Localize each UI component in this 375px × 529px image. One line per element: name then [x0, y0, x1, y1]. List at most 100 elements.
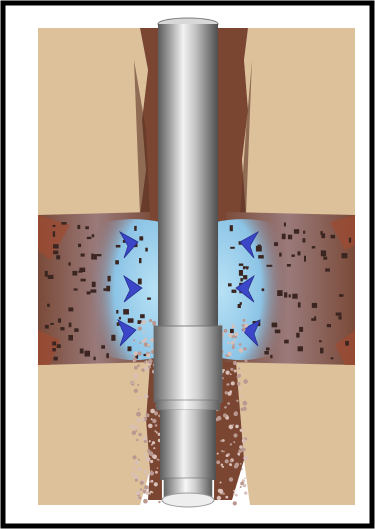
sand-grain	[230, 464, 232, 466]
rock-fragment	[304, 256, 306, 262]
rock-fragment	[80, 349, 84, 354]
sand-grain	[144, 321, 146, 323]
sand-grain	[226, 371, 230, 375]
sand-grain	[140, 488, 142, 490]
sand-grain	[152, 321, 156, 325]
sand-grain	[241, 395, 243, 397]
rock-fragment	[145, 248, 148, 252]
rock-fragment	[53, 225, 56, 227]
rock-fragment	[230, 247, 235, 249]
sand-grain	[135, 430, 137, 432]
sand-grain	[239, 343, 242, 346]
sand-grain	[137, 351, 141, 355]
sand-grain	[152, 419, 156, 423]
rock-fragment	[314, 316, 316, 320]
sand-grain	[132, 431, 136, 435]
tubing-collar	[154, 326, 222, 402]
sand-grain	[136, 412, 141, 417]
rock-fragment	[54, 357, 58, 361]
sand-grain	[225, 459, 229, 463]
rock-fragment	[279, 253, 281, 257]
rock-fragment	[239, 264, 244, 266]
sand-grain	[155, 430, 157, 432]
sand-grain	[133, 467, 136, 470]
sand-grain	[144, 440, 147, 443]
rock-fragment	[331, 357, 334, 359]
sand-grain	[148, 424, 153, 429]
sand-grain	[137, 419, 141, 423]
sand-grain	[242, 439, 246, 443]
sand-grain	[143, 499, 148, 504]
rock-fragment	[74, 288, 78, 290]
rock-fragment	[85, 226, 89, 229]
rock-fragment	[289, 294, 291, 297]
rock-fragment	[123, 309, 129, 314]
sand-grain	[133, 455, 137, 459]
rock-fragment	[91, 289, 97, 292]
sand-grain	[230, 368, 233, 371]
tubing-lower	[160, 410, 216, 480]
sand-grain	[240, 463, 242, 465]
rock-fragment	[320, 348, 324, 354]
sand-grain	[227, 402, 230, 405]
sand-grain	[223, 337, 225, 339]
sand-grain	[155, 471, 158, 474]
sand-grain	[217, 453, 219, 455]
rock-fragment	[303, 231, 305, 234]
sand-grain	[131, 355, 133, 357]
sand-grain	[240, 429, 243, 432]
sand-grain	[233, 493, 235, 495]
sand-grain	[230, 373, 232, 375]
rock-fragment	[68, 307, 73, 311]
sand-grain	[219, 489, 224, 494]
rock-fragment	[47, 304, 50, 307]
sand-grain	[223, 493, 225, 495]
sand-grain	[216, 460, 220, 464]
sand-grain	[140, 357, 142, 359]
rock-fragment	[262, 288, 265, 291]
rock-fragment	[230, 329, 234, 333]
sand-grain	[142, 418, 145, 421]
rock-fragment	[56, 255, 60, 259]
rock-fragment	[264, 351, 269, 355]
rock-fragment	[87, 237, 92, 239]
sand-grain	[232, 424, 234, 426]
sand-grain	[134, 426, 137, 429]
rock-fragment	[106, 286, 110, 292]
sand-grain	[146, 354, 150, 358]
rock-fragment	[60, 327, 64, 330]
sand-grain	[130, 425, 134, 429]
sand-grain	[244, 448, 246, 450]
rock-fragment	[282, 234, 286, 240]
sand-grain	[243, 319, 246, 322]
sand-grain	[226, 454, 229, 457]
rock-fragment	[296, 333, 299, 338]
sand-grain	[138, 408, 140, 410]
rock-fragment	[52, 348, 55, 351]
sand-grain	[134, 360, 136, 362]
sand-grain	[152, 441, 155, 444]
tubing-joint	[156, 400, 220, 410]
sand-grain	[143, 436, 147, 440]
rock-fragment	[78, 244, 81, 247]
sand-grain	[232, 346, 235, 349]
sand-grain	[226, 383, 229, 386]
rock-fragment	[57, 344, 61, 348]
sand-grain	[144, 453, 146, 455]
rock-fragment	[69, 323, 72, 328]
sand-grain	[146, 413, 150, 417]
rock-fragment	[270, 355, 272, 358]
sand-grain	[134, 389, 138, 393]
rock-fragment	[111, 335, 115, 341]
rock-fragment	[238, 304, 241, 308]
sand-grain	[241, 468, 243, 470]
rock-fragment	[258, 245, 261, 248]
rock-fragment	[72, 271, 77, 276]
rock-fragment	[303, 238, 306, 242]
rock-fragment	[312, 246, 315, 248]
sand-grain	[234, 465, 238, 469]
rock-fragment	[81, 254, 85, 257]
rock-fragment	[147, 298, 151, 300]
rock-fragment	[342, 253, 348, 258]
